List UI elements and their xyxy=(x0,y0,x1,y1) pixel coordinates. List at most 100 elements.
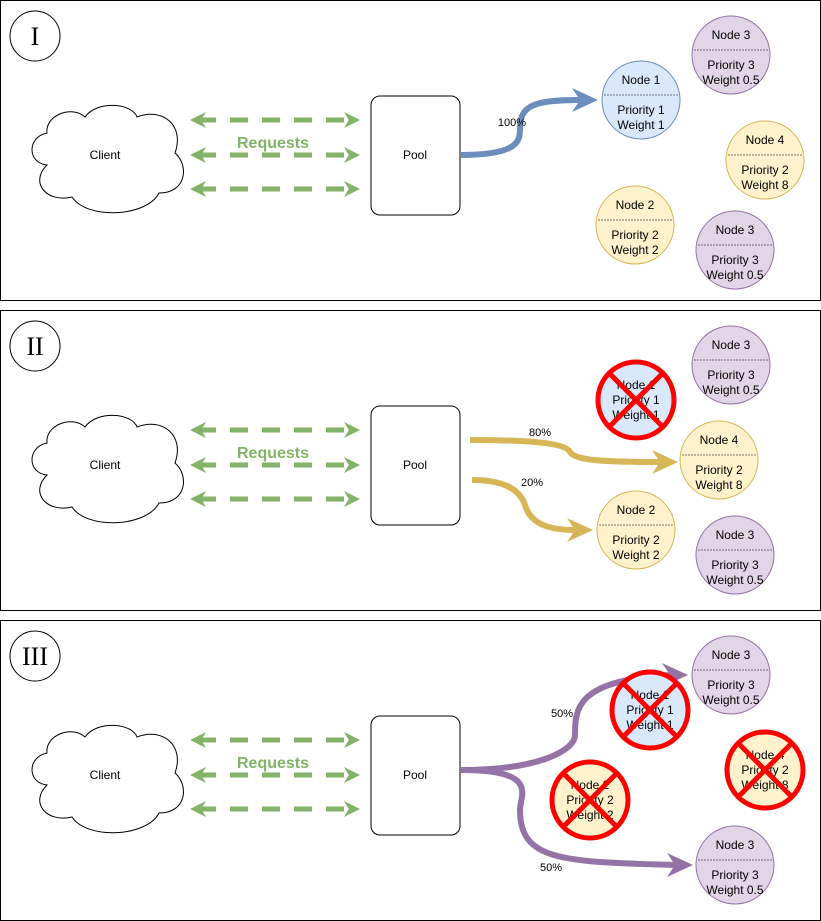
node-circle xyxy=(691,635,771,715)
failed-ring-icon xyxy=(724,729,806,811)
pool-label: Pool xyxy=(403,768,427,782)
flow-arrow xyxy=(460,672,671,773)
requests-label: Requests xyxy=(237,445,309,462)
node-priority: Priority 3 xyxy=(711,253,759,267)
node-priority: Priority 3 xyxy=(707,368,755,382)
pool-box xyxy=(370,405,461,526)
step-label: II xyxy=(26,332,43,361)
client-label: Client xyxy=(90,148,121,162)
node-priority: Priority 3 xyxy=(707,678,755,692)
flow-percent: 50% xyxy=(551,708,573,720)
failed-cross-icon xyxy=(621,681,679,739)
client-cloud xyxy=(31,724,184,834)
failed-ring-icon xyxy=(609,669,691,751)
requests-label-bg xyxy=(236,133,312,151)
client-cloud xyxy=(31,104,184,214)
requests-label-bg xyxy=(236,753,312,771)
failed-ring-icon xyxy=(549,759,631,841)
node-priority: Priority 3 xyxy=(711,558,759,572)
node-circle xyxy=(695,210,775,290)
node-name: Node 3 xyxy=(712,28,751,42)
client-label: Client xyxy=(90,458,121,472)
node-priority: Priority 2 xyxy=(612,533,660,547)
node-name: Node 3 xyxy=(716,838,755,852)
flow-arrow xyxy=(460,97,581,158)
flow-percent: 100% xyxy=(498,117,526,129)
requests-label-bg xyxy=(236,443,312,461)
node-weight: Weight 1 xyxy=(617,118,664,132)
client-label: Client xyxy=(90,768,121,782)
node-priority: Priority 2 xyxy=(611,228,659,242)
step-badge xyxy=(9,10,61,62)
node-circle xyxy=(679,420,759,500)
node-name: Node 3 xyxy=(716,223,755,237)
node-name: Node 3 xyxy=(712,338,751,352)
pool-box xyxy=(370,95,461,216)
node-weight: Weight 8 xyxy=(741,178,788,192)
pool-label: Pool xyxy=(403,148,427,162)
requests-label: Requests xyxy=(237,135,309,152)
step-label: III xyxy=(22,642,48,671)
flow-percent: 20% xyxy=(521,477,543,489)
node-circle xyxy=(695,515,775,595)
node-circle xyxy=(595,185,675,265)
step-badge xyxy=(9,320,61,372)
flow-arrowhead xyxy=(567,518,593,542)
pool-label: Pool xyxy=(403,458,427,472)
node-circle xyxy=(601,60,681,140)
failed-cross-icon xyxy=(561,771,619,829)
node-priority: Priority 3 xyxy=(711,868,759,882)
node-name: Node 3 xyxy=(712,648,751,662)
node-weight: Weight 0.5 xyxy=(702,73,759,87)
node-priority: Priority 2 xyxy=(741,163,789,177)
step-label: I xyxy=(31,22,40,51)
node-priority: Priority 1 xyxy=(617,103,665,117)
flow-arrowhead xyxy=(572,88,598,112)
node-priority: Priority 3 xyxy=(707,58,755,72)
node-name: Node 1 xyxy=(622,73,661,87)
node-weight: Weight 0.5 xyxy=(706,883,763,897)
flow-percent: 50% xyxy=(540,862,562,874)
step-badge xyxy=(9,630,61,682)
node-weight: Weight 0.5 xyxy=(706,268,763,282)
node-priority: Priority 2 xyxy=(695,463,743,477)
node-weight: Weight 0.5 xyxy=(702,383,759,397)
flow-arrow xyxy=(469,437,661,465)
node-weight: Weight 2 xyxy=(611,243,658,257)
flow-percent: 80% xyxy=(529,427,551,439)
node-weight: Weight 0.5 xyxy=(702,693,759,707)
node-circle xyxy=(596,490,676,570)
failed-cross-icon xyxy=(736,741,794,799)
node-circle xyxy=(695,825,775,905)
requests-label: Requests xyxy=(237,755,309,772)
flow-arrow xyxy=(471,477,576,533)
flow-arrowhead xyxy=(667,853,693,877)
node-name: Node 4 xyxy=(746,133,785,147)
pool-box xyxy=(370,715,461,836)
node-weight: Weight 0.5 xyxy=(706,573,763,587)
node-name: Node 4 xyxy=(700,433,739,447)
node-circle xyxy=(691,325,771,405)
flow-arrowhead xyxy=(652,450,678,474)
node-name: Node 2 xyxy=(616,198,655,212)
node-circle xyxy=(725,120,805,200)
node-weight: Weight 2 xyxy=(612,548,659,562)
